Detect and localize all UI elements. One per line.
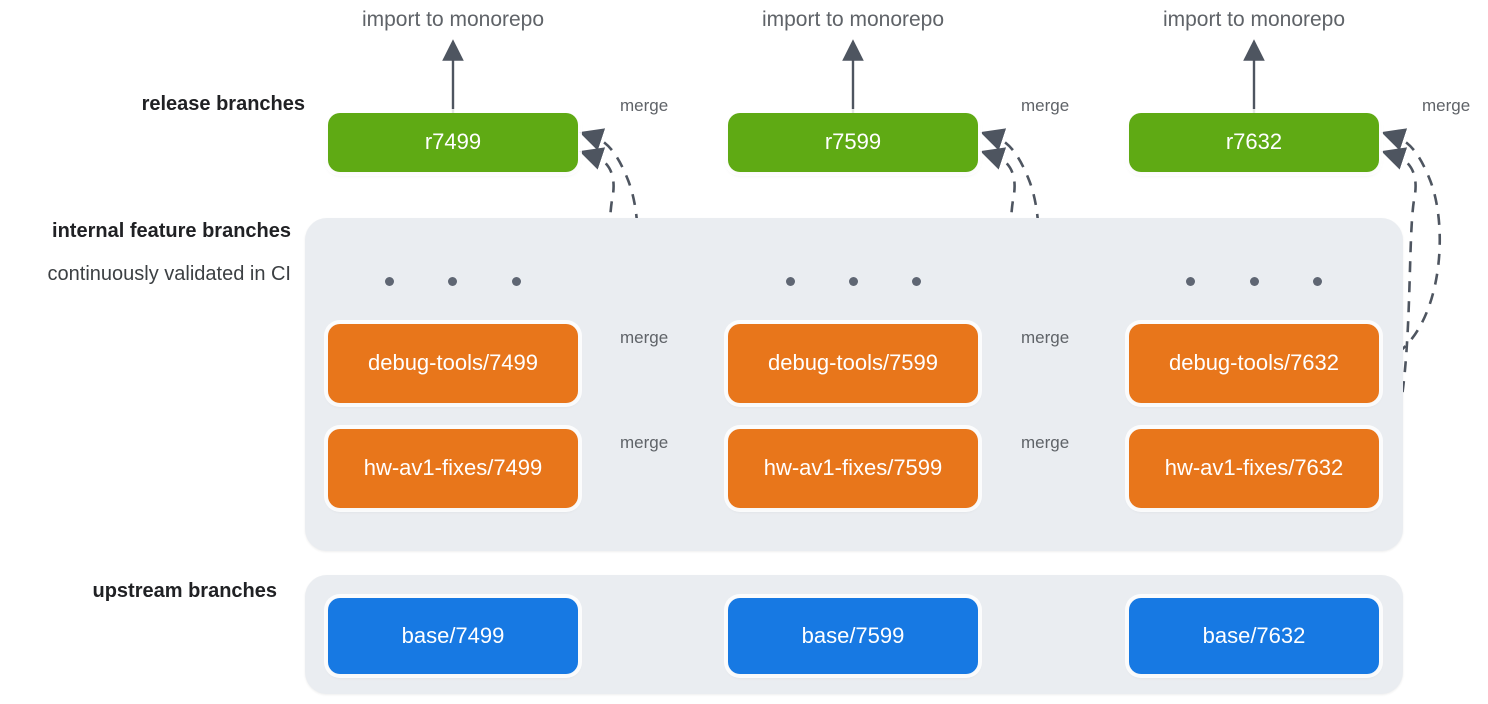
merge-label-feature-row2-col2: merge xyxy=(1021,433,1070,452)
feature-node-debug-tools-7599[interactable]: debug-tools/7599 xyxy=(728,324,978,403)
ci-dot xyxy=(385,277,394,286)
ci-dot xyxy=(512,277,521,286)
merge-label-feature-row1-col2: merge xyxy=(1021,328,1070,347)
upstream-node-base-7599[interactable]: base/7599 xyxy=(728,598,978,674)
row-label-internal-feature-branches: internal feature branches xyxy=(52,220,291,242)
upstream-node-base-7632[interactable]: base/7632 xyxy=(1129,598,1379,674)
ci-dot xyxy=(448,277,457,286)
ci-dot xyxy=(912,277,921,286)
import-label-col2: import to monorepo xyxy=(761,8,945,31)
ci-dot xyxy=(1313,277,1322,286)
merge-label-release-col3: merge xyxy=(1422,96,1471,115)
merge-label-release-col2: merge xyxy=(1021,96,1070,115)
ci-dot xyxy=(786,277,795,286)
merge-label-feature-row2-col1: merge xyxy=(620,433,669,452)
row-label-continuously-validated-in-ci: continuously validated in CI xyxy=(47,263,291,285)
row-label-upstream-branches: upstream branches xyxy=(92,580,277,602)
import-arrow-group xyxy=(442,39,1265,113)
release-node-r7599[interactable]: r7599 xyxy=(728,113,978,172)
feature-node-hw-av1-fixes-7499[interactable]: hw-av1-fixes/7499 xyxy=(328,429,578,508)
feature-node-debug-tools-7499[interactable]: debug-tools/7499 xyxy=(328,324,578,403)
feature-node-hw-av1-fixes-7599[interactable]: hw-av1-fixes/7599 xyxy=(728,429,978,508)
ci-dot xyxy=(1186,277,1195,286)
import-label-col1: import to monorepo xyxy=(361,8,545,31)
merge-label-release-col1: merge xyxy=(620,96,669,115)
upstream-node-base-7499[interactable]: base/7499 xyxy=(328,598,578,674)
feature-node-debug-tools-7632[interactable]: debug-tools/7632 xyxy=(1129,324,1379,403)
import-label-col3: import to monorepo xyxy=(1162,8,1346,31)
ci-dot xyxy=(1250,277,1259,286)
row-label-release-branches: release branches xyxy=(141,93,305,115)
merge-label-feature-row1-col1: merge xyxy=(620,328,669,347)
feature-node-hw-av1-fixes-7632[interactable]: hw-av1-fixes/7632 xyxy=(1129,429,1379,508)
release-node-r7499[interactable]: r7499 xyxy=(328,113,578,172)
release-node-r7632[interactable]: r7632 xyxy=(1129,113,1379,172)
ci-dot xyxy=(849,277,858,286)
